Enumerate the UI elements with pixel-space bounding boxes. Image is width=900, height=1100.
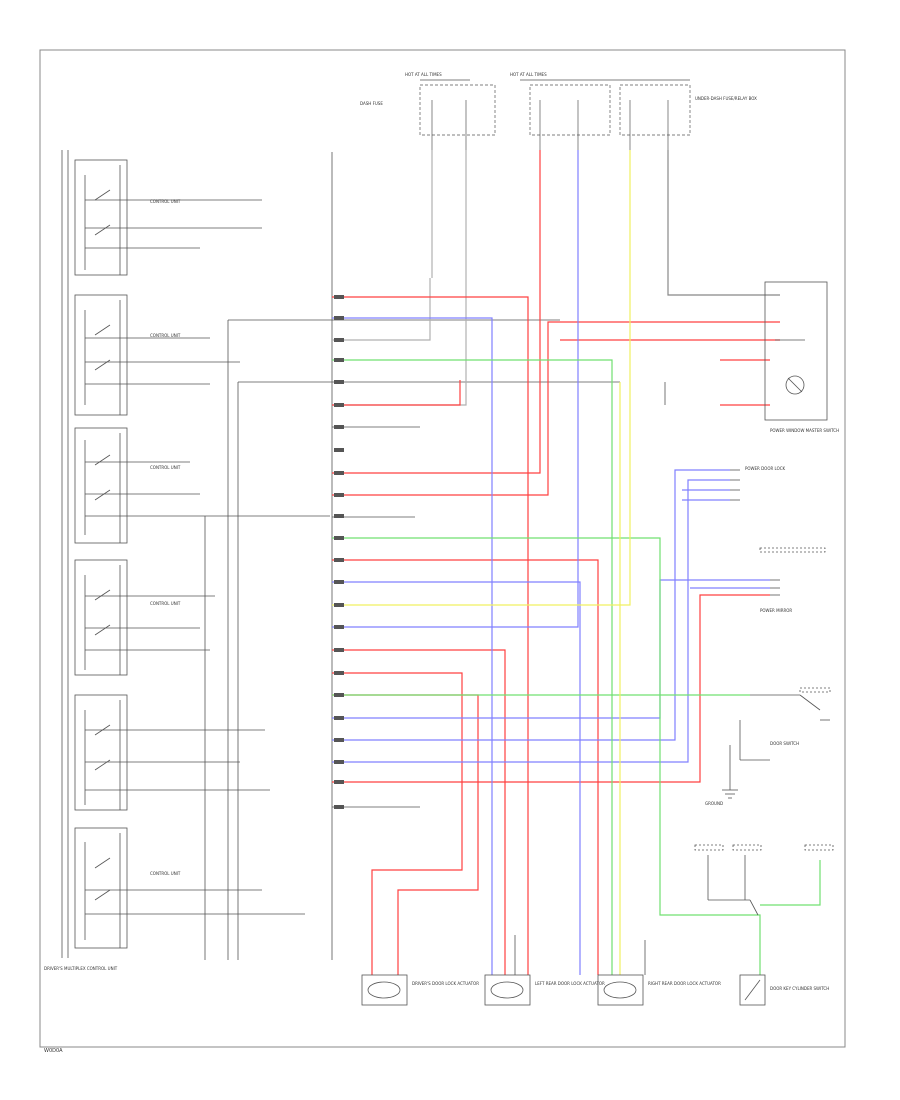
svg-text:DASH FUSE: DASH FUSE bbox=[360, 101, 383, 106]
motor-block-1 bbox=[759, 547, 826, 553]
wire-gray-3 bbox=[667, 150, 780, 296]
bottom-actuators bbox=[361, 935, 766, 1006]
wire-yellow-1 bbox=[332, 150, 631, 606]
svg-text:POWER DOOR LOCK: POWER DOOR LOCK bbox=[745, 466, 786, 471]
wire-green-4 bbox=[760, 860, 821, 906]
wire-red-5 bbox=[332, 649, 506, 975]
wire-gray-4 bbox=[332, 278, 431, 341]
bottom-right-switches bbox=[694, 844, 834, 916]
bottom-actuator-labels: DRIVER'S DOOR LOCK ACTUATOR LEFT REAR DO… bbox=[412, 981, 829, 991]
svg-text:POWER WINDOW MASTER SWITCH: POWER WINDOW MASTER SWITCH bbox=[770, 428, 839, 433]
wire-purple-1 bbox=[332, 317, 493, 975]
svg-text:CONTROL UNIT: CONTROL UNIT bbox=[150, 465, 181, 470]
left-multiplex-module bbox=[61, 150, 330, 958]
wire-gray-2 bbox=[332, 150, 467, 406]
wire-purple-2 bbox=[332, 150, 579, 628]
module-section-3 bbox=[74, 427, 128, 544]
svg-text:HOT AT ALL TIMES: HOT AT ALL TIMES bbox=[405, 72, 442, 77]
wire-purple-9 bbox=[332, 581, 581, 975]
bus-connectors bbox=[334, 295, 344, 809]
wire-red-3 bbox=[332, 380, 461, 406]
fuse-box-right bbox=[619, 84, 691, 136]
wire-red-9 bbox=[332, 559, 599, 975]
wire-red-7 bbox=[332, 594, 770, 783]
svg-text:CONTROL UNIT: CONTROL UNIT bbox=[150, 333, 181, 338]
wire-red-6 bbox=[332, 672, 463, 975]
svg-text:LEFT REAR DOOR LOCK ACTUATOR: LEFT REAR DOOR LOCK ACTUATOR bbox=[535, 981, 605, 986]
diagram-frame bbox=[39, 49, 846, 1048]
svg-text:POWER MIRROR: POWER MIRROR bbox=[760, 608, 792, 613]
wire-purple-7 bbox=[332, 579, 770, 719]
wire-red-12 bbox=[332, 694, 479, 975]
left-module-labels: CONTROL UNIT CONTROL UNIT CONTROL UNIT C… bbox=[44, 199, 181, 971]
actuator-3 bbox=[597, 974, 644, 1006]
svg-text:HOT AT ALL TIMES: HOT AT ALL TIMES bbox=[510, 72, 547, 77]
bus-stub-lines bbox=[332, 426, 420, 808]
svg-text:DOOR SWITCH: DOOR SWITCH bbox=[770, 741, 799, 746]
svg-text:UNDER-DASH FUSE/RELAY BOX: UNDER-DASH FUSE/RELAY BOX bbox=[695, 96, 757, 101]
svg-text:DRIVER'S MULTIPLEX CONTROL UNI: DRIVER'S MULTIPLEX CONTROL UNIT bbox=[44, 966, 118, 971]
svg-text:CONTROL UNIT: CONTROL UNIT bbox=[150, 199, 181, 204]
module-section-4 bbox=[74, 559, 128, 676]
wire-green-2 bbox=[332, 537, 761, 975]
figure-code: W0D0A bbox=[44, 1048, 63, 1054]
top-fuse-boxes bbox=[419, 79, 691, 150]
module-section-1 bbox=[74, 159, 128, 276]
central-bus bbox=[204, 152, 620, 960]
module-section-2 bbox=[74, 294, 128, 416]
actuator-1 bbox=[361, 974, 408, 1006]
wire-purple-4 bbox=[332, 479, 730, 763]
fuse-box-middle bbox=[529, 84, 611, 136]
lamp-bulb bbox=[785, 375, 805, 395]
module-section-5 bbox=[74, 694, 128, 811]
top-labels: HOT AT ALL TIMES HOT AT ALL TIMES DASH F… bbox=[360, 72, 757, 106]
svg-text:CONTROL UNIT: CONTROL UNIT bbox=[150, 601, 181, 606]
actuator-2 bbox=[484, 974, 531, 1006]
wire-red-4 bbox=[332, 321, 780, 496]
wire-red-1 bbox=[332, 296, 529, 975]
wire-purple-3 bbox=[332, 469, 730, 741]
svg-text:RIGHT REAR DOOR LOCK ACTUATOR: RIGHT REAR DOOR LOCK ACTUATOR bbox=[648, 981, 721, 986]
module-section-6 bbox=[74, 827, 128, 949]
svg-text:DOOR KEY CYLINDER SWITCH: DOOR KEY CYLINDER SWITCH bbox=[770, 986, 829, 991]
wires bbox=[332, 150, 821, 975]
svg-text:DRIVER'S DOOR LOCK ACTUATOR: DRIVER'S DOOR LOCK ACTUATOR bbox=[412, 981, 479, 986]
wire-red-2 bbox=[332, 150, 541, 474]
right-component-labels: POWER WINDOW MASTER SWITCH POWER DOOR LO… bbox=[705, 428, 839, 806]
right-components bbox=[664, 281, 831, 799]
svg-text:CONTROL UNIT: CONTROL UNIT bbox=[150, 871, 181, 876]
fuse-box-left bbox=[419, 84, 496, 136]
actuator-4 bbox=[739, 974, 766, 1006]
wire-green-1 bbox=[332, 359, 613, 975]
lamp-unit bbox=[764, 281, 828, 421]
svg-text:GROUND: GROUND bbox=[705, 801, 723, 806]
